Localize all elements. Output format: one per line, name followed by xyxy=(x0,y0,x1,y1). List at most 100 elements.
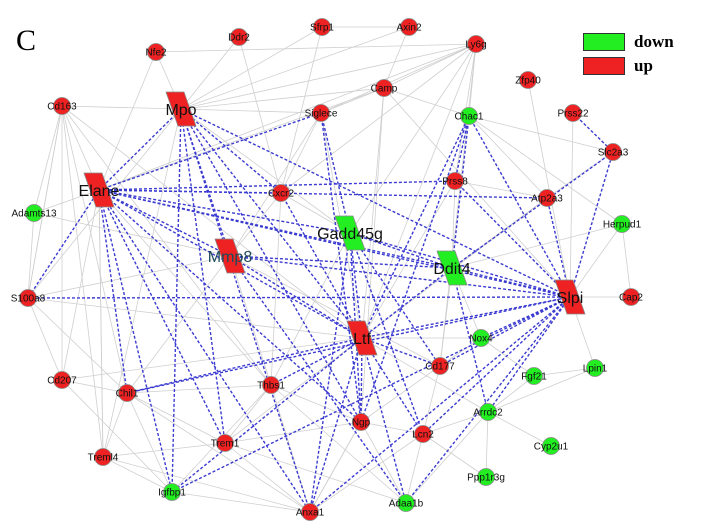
edge-Anxa1-Thbs1 xyxy=(270,384,311,513)
node-shape xyxy=(446,172,464,190)
hub-edge-Mpo-Igfbp1 xyxy=(171,108,182,493)
node-label: Mmp8 xyxy=(208,249,253,266)
node-shape xyxy=(431,357,449,375)
node-shape xyxy=(375,79,393,97)
hub-edge-Slpi-Lcn2 xyxy=(422,296,571,435)
edge-Chil1-Trem1 xyxy=(126,392,226,444)
hub-edge-Gadd45g-Lcn2 xyxy=(349,232,424,435)
edge-Cxcr2-Siglece xyxy=(280,112,322,194)
edge-S100a8-Ltf xyxy=(27,297,363,339)
node-label: Lcn2 xyxy=(412,430,434,441)
edge-Anxa1-Trem1 xyxy=(224,442,311,513)
node-shape xyxy=(19,289,37,307)
hub-edge-Mpo-Anxa1 xyxy=(180,108,311,513)
node-chil1: Chil1 xyxy=(116,384,139,402)
node-atp2a3: Atp2a3 xyxy=(531,189,563,207)
edge-Treml4-Trem1 xyxy=(102,442,226,458)
edge-Ddr2-Mpo xyxy=(180,36,240,110)
edge-Elane-Treml4 xyxy=(98,189,104,458)
hub-edge-Slpi-Anxa1 xyxy=(309,296,571,513)
hub-edge-Cxcr2-Ltf xyxy=(280,192,363,339)
hub-edge-Slpi-S100a8 xyxy=(27,296,571,299)
node-lcn2: Lcn2 xyxy=(412,425,434,443)
edge-Adaa1b-Lcn2 xyxy=(405,433,424,504)
node-shape xyxy=(472,329,490,347)
node-shape xyxy=(564,104,582,122)
edge-Trem1-Ltf xyxy=(224,337,363,444)
hub-edge-Ltf-Igfbp1 xyxy=(171,337,363,493)
node-label: Ngp xyxy=(352,418,371,429)
hub-edge-Gadd45g-Cd177 xyxy=(349,232,441,367)
edge-Elane-Thbs1 xyxy=(98,189,272,386)
node-label: Nfe2 xyxy=(145,48,167,59)
node-label: Prss8 xyxy=(442,177,468,188)
edge-S100a8-Adamts13 xyxy=(27,212,35,299)
node-shape xyxy=(467,35,485,53)
node-label: Siglece xyxy=(305,109,338,120)
hub-edge-Slpi-Arrdc2 xyxy=(487,296,571,413)
hub-edge-Slpi-Chac1 xyxy=(468,115,571,298)
edge-Axin2-Camp xyxy=(383,26,410,89)
hub-edge-Chac1-Prss8 xyxy=(454,115,470,182)
legend-swatch-down xyxy=(583,33,625,51)
node-label: Adamts13 xyxy=(11,209,56,220)
node-ppp1r3g: Ppp1r3g xyxy=(467,468,505,486)
node-shape xyxy=(312,104,330,122)
edge-Cyp2u1-Arrdc2 xyxy=(487,411,552,447)
node-shape xyxy=(216,434,234,452)
hub-edge-Elane-Igfbp1 xyxy=(98,189,173,493)
node-mpo: Mpo xyxy=(165,91,197,127)
edge-Ly6g-Camp xyxy=(383,43,477,89)
node-label: Cd163 xyxy=(47,102,77,113)
edge-Thbs1-Trem1 xyxy=(224,384,272,444)
hub-edge-Slpi-Gadd45g xyxy=(349,232,571,298)
node-shape xyxy=(519,71,537,89)
hub-node-shape xyxy=(436,250,468,286)
node-shape xyxy=(25,204,43,222)
edge-Anxa1-Igfbp1 xyxy=(171,491,311,513)
node-label: Nox4 xyxy=(469,334,493,345)
hub-edge-Ddit4-Slc2a3 xyxy=(451,151,614,269)
node-label: Trem1 xyxy=(211,439,240,450)
node-label: Cyp2u1 xyxy=(534,442,569,453)
edge-Lpin1-Fgf21 xyxy=(533,367,596,377)
edge-Cd163-Chil1 xyxy=(61,105,128,394)
hub-node-shape xyxy=(346,320,378,356)
edge-Herpud1-Slpi xyxy=(569,223,623,298)
node-camp: Camp xyxy=(371,79,398,97)
node-ddit4: Ddit4 xyxy=(433,250,471,286)
node-label: Camp xyxy=(371,84,398,95)
node-shape xyxy=(414,425,432,443)
edge-Nfe2-Ly6g xyxy=(155,43,477,53)
node-fgf21: Fgf21 xyxy=(521,367,547,385)
node-label: Adaa1b xyxy=(389,499,424,510)
node-shape xyxy=(477,468,495,486)
hub-edge-Chac1-Ngp xyxy=(360,115,470,423)
node-slc2a3: Slc2a3 xyxy=(598,143,629,161)
edge-Ngp-Adaa1b xyxy=(360,421,407,504)
node-label: Elane xyxy=(79,183,120,200)
hub-edge-Ltf-Lcn2 xyxy=(361,337,424,435)
edge-Ddit4-Herpud1 xyxy=(451,223,623,269)
node-label: S100a8 xyxy=(11,294,46,305)
edge-Ly6g-Elane xyxy=(98,43,477,191)
node-label: Ddit4 xyxy=(433,261,470,278)
edge-Cd163-Mpo xyxy=(61,105,182,110)
node-shape xyxy=(604,143,622,161)
node-slpi: Slpi xyxy=(554,279,586,315)
node-label: Axin2 xyxy=(396,23,421,34)
edge-Ddr2-Cxcr2 xyxy=(238,36,282,194)
hub-edge-Slpi-Prss8 xyxy=(454,180,571,298)
edge-Mmp8-Cd177 xyxy=(229,255,441,367)
hub-edge-Slpi-Chil1 xyxy=(126,296,571,394)
node-shape xyxy=(586,359,604,377)
edge-Lpin1-Arrdc2 xyxy=(487,367,596,413)
edge-Camp-Ngp xyxy=(360,87,385,423)
edge-Ppp1r3g-Arrdc2 xyxy=(485,411,489,478)
node-shape xyxy=(94,448,112,466)
node-label: Cd177 xyxy=(425,362,455,373)
node-label: Slc2a3 xyxy=(598,148,629,159)
hub-edge-Siglece-Ngp xyxy=(320,112,362,423)
node-label: Arrdc2 xyxy=(473,408,503,419)
edge-Camp-Chac1 xyxy=(383,87,470,117)
